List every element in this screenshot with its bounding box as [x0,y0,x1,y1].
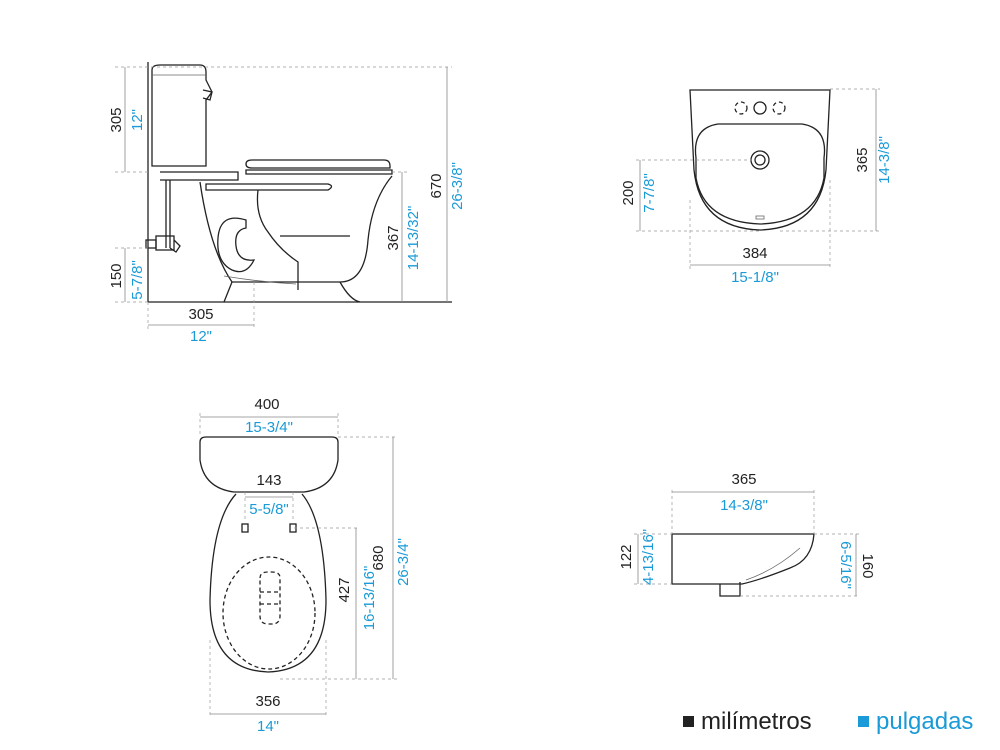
toilet-width-in: 15-3/4" [245,419,293,436]
total-height-mm: 670 [428,173,445,198]
sink-width-mm: 384 [742,245,767,262]
sink-side-depth-mm: 365 [731,471,756,488]
legend-in: pulgadas [858,708,973,736]
sink-top-view: 365 14-3/8" 200 7-7/8" 384 15-1/8" [620,88,893,286]
legend-mm: milímetros [683,708,812,736]
toilet-length-in: 26-3/4" [395,538,412,586]
sink-total-in: 6-5/16" [837,541,854,589]
tank-height-mm: 305 [108,107,125,132]
tank-height-in: 12" [129,109,146,131]
toilet-width-mm: 400 [254,396,279,413]
bowl-width-in: 14" [257,718,279,735]
seat-height-mm: 367 [385,225,402,250]
legend-mm-label: milímetros [701,708,812,735]
sink-side-depth-in: 14-3/8" [720,497,768,514]
rough-in-mm: 305 [188,306,213,323]
toilet-top-view: 400 15-3/4" 143 5-5/8" 427 16-13/16" 680… [199,396,412,735]
sink-width-in: 15-1/8" [731,269,779,286]
inch-square-icon [858,716,869,727]
sink-height-mm: 122 [618,544,635,569]
rough-in-in: 12" [190,328,212,345]
drain-dist-mm: 200 [620,180,637,205]
sink-total-mm: 160 [859,553,876,578]
legend-in-label: pulgadas [876,708,974,735]
seat-height-in: 14-13/32" [405,206,422,271]
bolt-spacing-mm: 143 [256,472,281,489]
sink-depth-mm: 365 [854,147,871,172]
inlet-height-mm: 150 [108,263,125,288]
mm-square-icon [683,716,694,727]
toilet-side-view: 305 12" 150 5-7/8" 367 14-13/32" 670 26-… [108,62,466,345]
drain-dist-in: 7-7/8" [641,173,658,213]
bolt-spacing-in: 5-5/8" [249,501,289,518]
inlet-height-in: 5-7/8" [129,260,146,300]
sink-depth-in: 14-3/8" [876,136,893,184]
bowl-width-mm: 356 [255,693,280,710]
total-height-in: 26-3/8" [449,162,466,210]
sink-height-in: 4-13/16" [640,529,657,585]
bowl-length-in: 16-13/16" [361,566,378,631]
toilet-length-mm: 680 [370,545,387,570]
sink-side-view: 365 14-3/8" 122 4-13/16" 6-5/16" 160 [618,471,876,597]
bowl-length-mm: 427 [336,577,353,602]
